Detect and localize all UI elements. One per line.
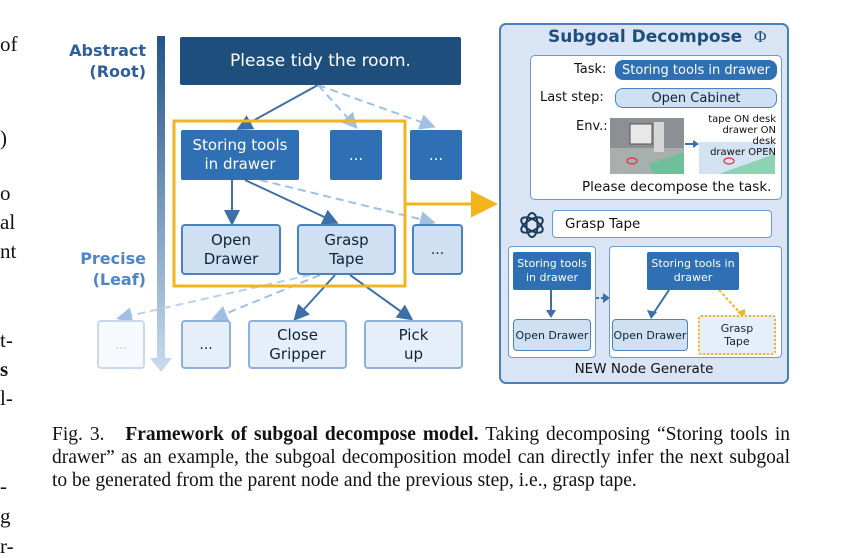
task-label: Task:: [574, 62, 607, 77]
last-step-value-text: Open Cabinet: [651, 90, 741, 106]
node-ellipsis: ...: [181, 320, 231, 369]
axis-label-precise: Precise (Leaf): [62, 248, 146, 290]
caption-text: Taking decomposing “Storing tools in dra…: [52, 424, 791, 491]
env-state: tape ON desk: [708, 114, 776, 125]
edge-fragment: ): [0, 126, 7, 150]
node-label: ...: [199, 336, 213, 353]
phi-symbol: Φ: [754, 27, 767, 46]
after-edges: [647, 290, 745, 319]
figure-caption: Fig. 3. Framework of subgoal decompose m…: [52, 423, 790, 492]
node-label-line: drawer: [673, 271, 713, 284]
node-close-gripper: Close Gripper: [248, 320, 347, 369]
edge-fragment: g: [0, 504, 11, 528]
axis-label-precise-text: Precise: [80, 249, 146, 268]
env-state: drawer ON desk: [722, 125, 776, 147]
before-child-node: Open Drawer: [513, 319, 591, 351]
decompose-prompt: Please decompose the task.: [582, 179, 772, 195]
node-label-line: Gripper: [269, 344, 326, 363]
root-node-label: Please tidy the room.: [230, 51, 411, 71]
node-label-line: Tape: [329, 249, 364, 268]
before-parent-node: Storing tools in drawer: [513, 252, 591, 290]
node-label-line: in drawer: [204, 155, 276, 173]
edge-fragment: of: [0, 32, 18, 56]
env-arrow: [685, 140, 699, 148]
edge-fragment: nt: [0, 239, 17, 263]
axis-label-root-text: (Root): [89, 62, 146, 81]
node-ghost-ellipsis: ...: [97, 320, 145, 369]
node-label-line: in drawer: [525, 271, 579, 284]
node-ellipsis: ...: [410, 130, 462, 180]
node-label: ...: [430, 241, 445, 258]
node-label: ...: [348, 146, 364, 164]
llm-output-text: Grasp Tape: [565, 216, 641, 232]
node-label-line: Tape: [724, 335, 750, 348]
node-label-line: Grasp: [720, 322, 754, 335]
after-parent-node: Storing tools in drawer: [647, 252, 739, 290]
edge-fragment: al: [0, 210, 16, 234]
before-edge: [546, 290, 556, 318]
task-value: Storing tools in drawer: [615, 60, 777, 80]
node-label-line: Grasp: [324, 230, 369, 249]
last-step-value: Open Cabinet: [615, 88, 777, 108]
edge-fragment: l-: [0, 386, 13, 410]
edge-fragment: -: [0, 474, 7, 498]
edge-fragment: s: [0, 357, 9, 381]
node-label-line: up: [403, 344, 424, 363]
generate-arrow: [596, 293, 610, 303]
abstraction-axis: [150, 36, 172, 372]
caption-prefix: Fig. 3.: [52, 424, 105, 445]
env-label: Env.:: [576, 119, 608, 134]
edge-fragment: o: [0, 181, 11, 205]
after-child-node: Open Drawer: [612, 319, 688, 351]
task-value-text: Storing tools in drawer: [622, 62, 770, 78]
env-state: drawer OPEN: [710, 147, 776, 158]
node-label-line: Open: [210, 230, 252, 249]
node-label-line: Pick: [398, 325, 429, 344]
node-label: ...: [428, 146, 444, 164]
env-scene-sketch: [699, 142, 775, 174]
node-label-line: Storing tools: [517, 257, 587, 270]
node-pick-up: Pick up: [364, 320, 463, 369]
llm-output: Grasp Tape: [552, 210, 772, 238]
edge-fragment: r-: [0, 534, 14, 558]
root-node: Please tidy the room.: [180, 37, 461, 85]
node-label: Open Drawer: [613, 328, 687, 342]
node-label-line: Close: [277, 325, 318, 344]
node-label: ...: [115, 337, 127, 352]
panel-footer: NEW Node Generate: [574, 361, 714, 377]
node-label-line: Drawer: [203, 249, 259, 268]
edge-fragment: t-: [0, 328, 13, 352]
axis-label-abstract: Abstract (Root): [62, 40, 146, 82]
caption-bold: Framework of subgoal decompose model.: [125, 424, 479, 445]
last-step-label: Last step:: [540, 90, 604, 105]
tree-connectors: [116, 36, 498, 372]
node-grasp-tape: Grasp Tape: [297, 224, 396, 275]
node-ellipsis: ...: [412, 224, 463, 275]
node-storing-tools: Storing tools in drawer: [181, 130, 299, 180]
node-label-line: Storing tools: [192, 136, 288, 154]
node-label: Open Drawer: [515, 328, 589, 342]
node-label-line: Storing tools in: [651, 257, 735, 270]
axis-label-leaf-text: (Leaf): [92, 270, 146, 289]
env-state-list: tape ON desk drawer ON desk drawer OPEN: [698, 114, 776, 158]
panel-title: Subgoal Decompose Φ: [548, 27, 767, 47]
panel-title-text: Subgoal Decompose: [548, 27, 743, 47]
node-ellipsis: ...: [330, 130, 382, 180]
env-scene-image: [610, 118, 684, 174]
openai-icon: [520, 212, 544, 238]
axis-label-abstract-text: Abstract: [69, 41, 146, 60]
node-open-drawer: Open Drawer: [181, 224, 281, 275]
new-node-grasp-tape: Grasp Tape: [698, 315, 776, 355]
